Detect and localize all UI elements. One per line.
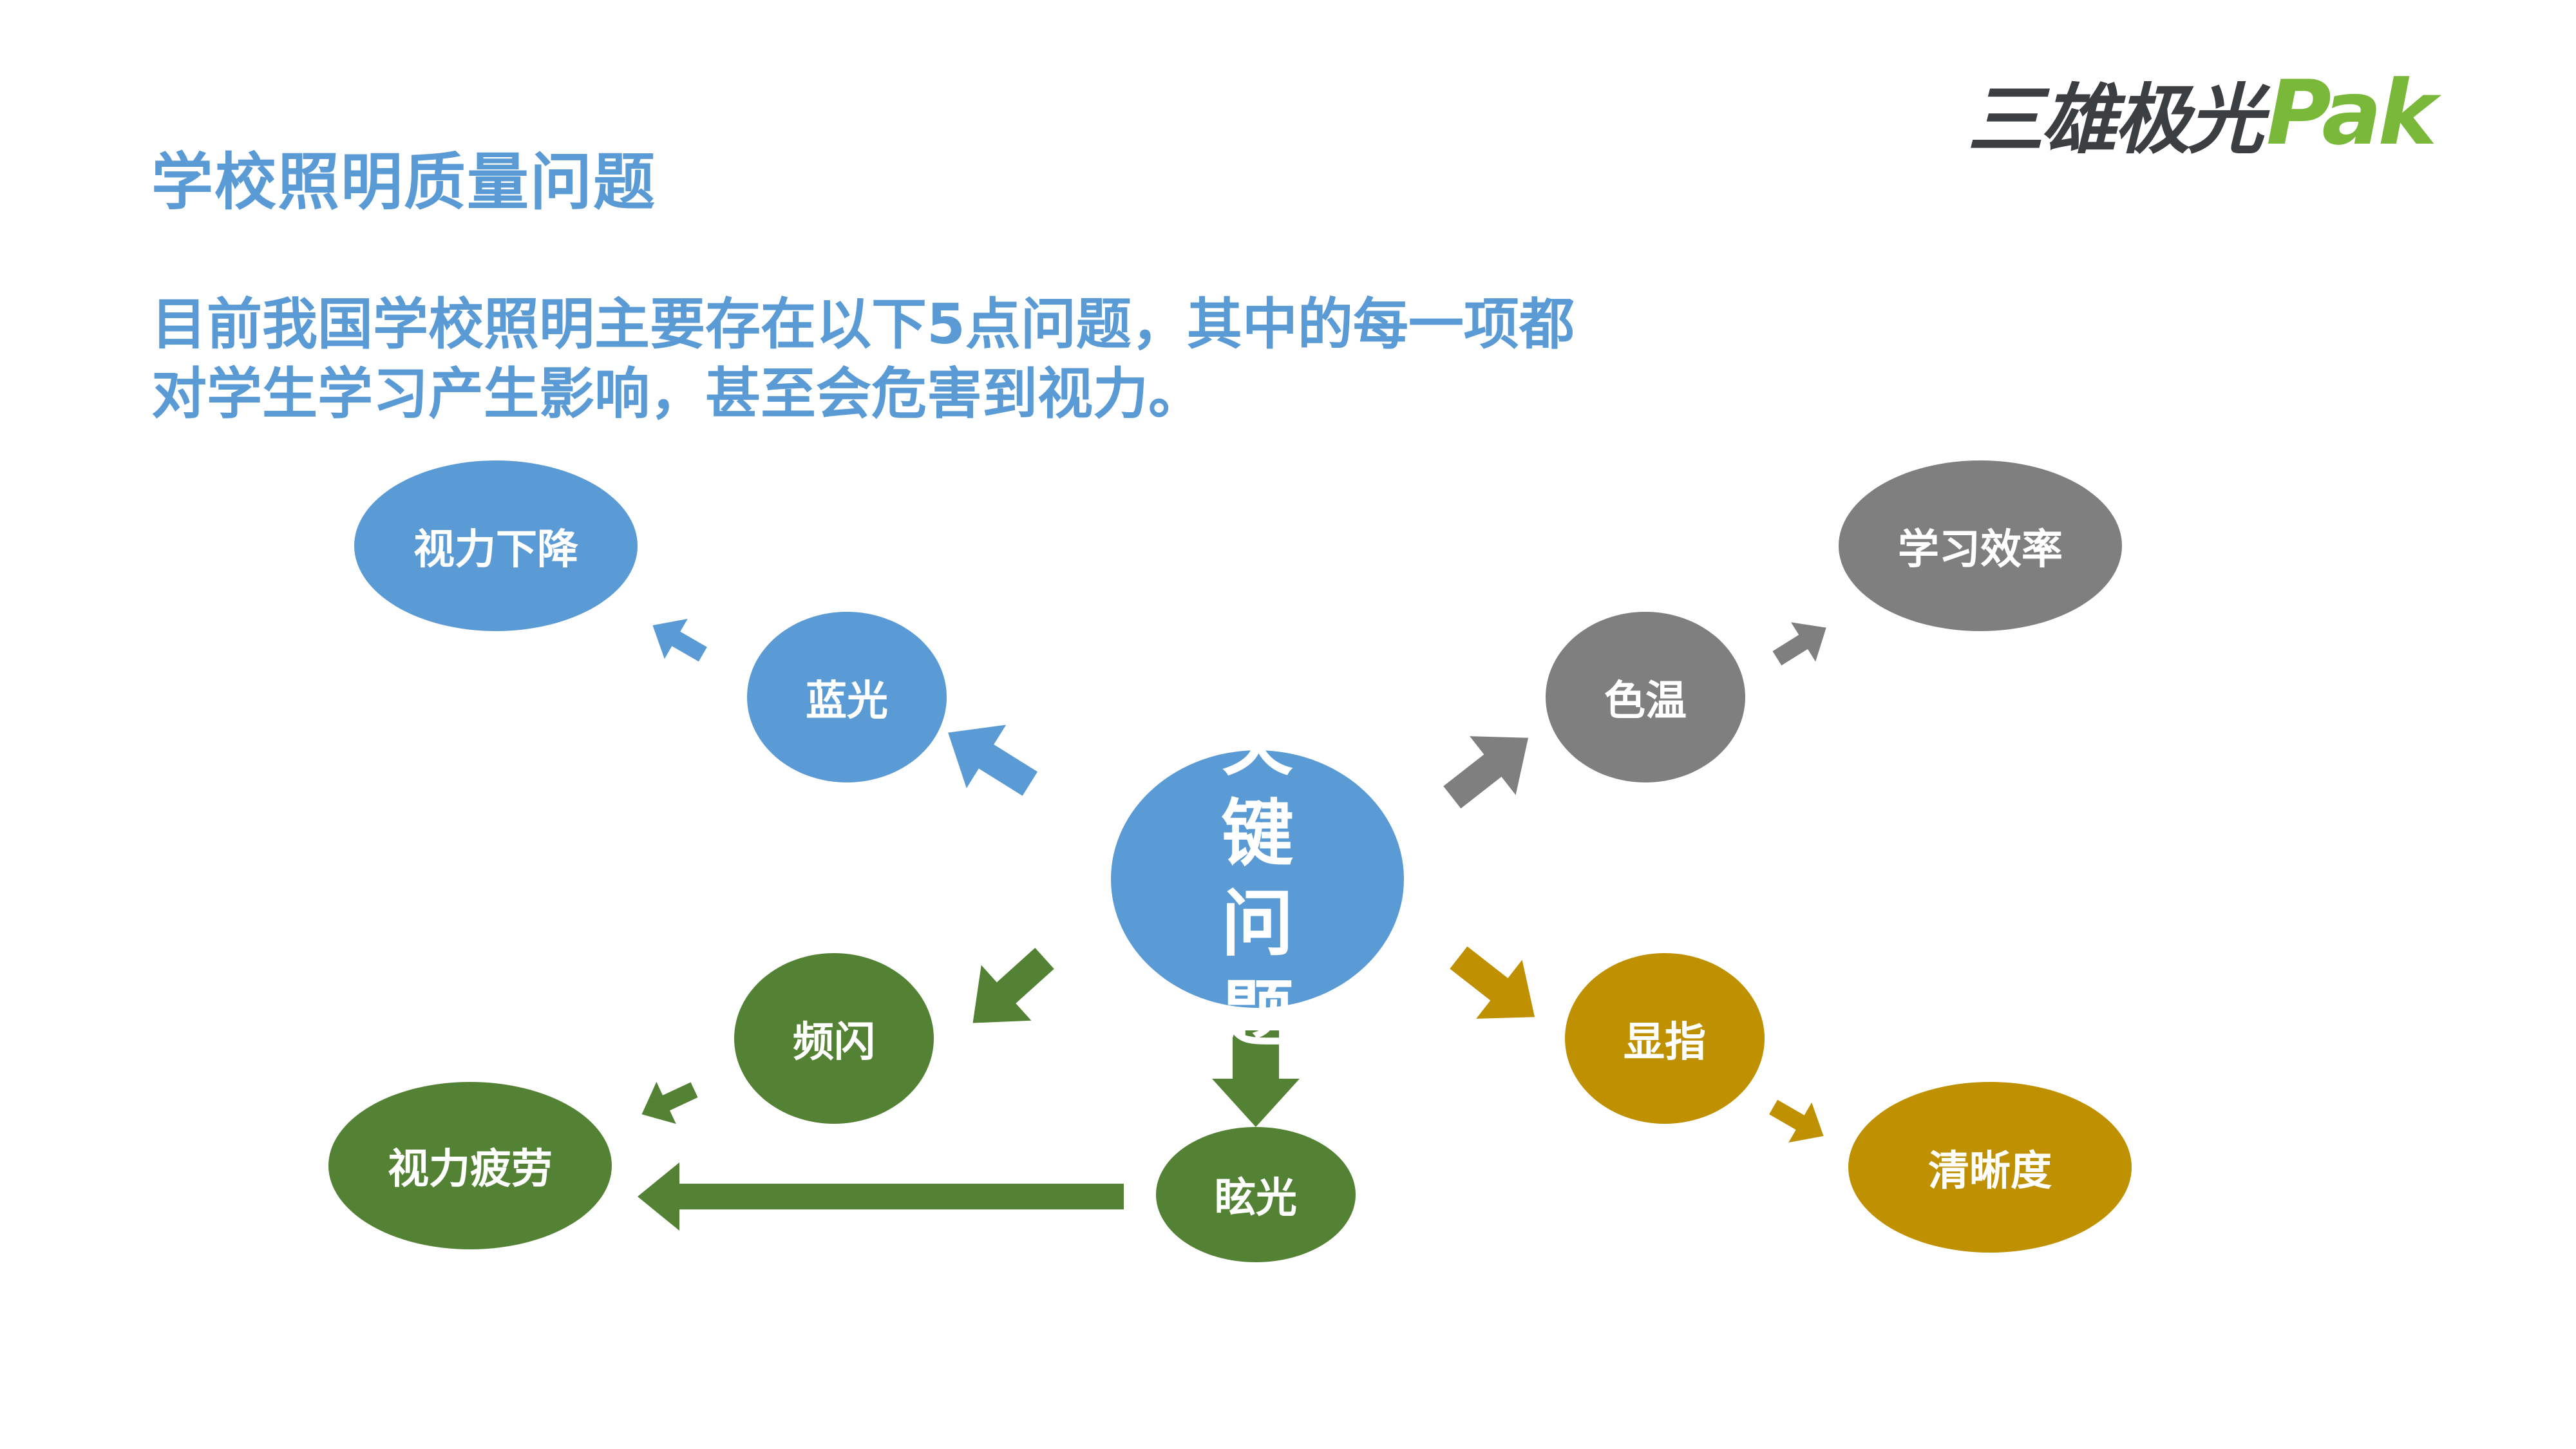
brand-logo: 三雄极光 Pak bbox=[1967, 61, 2437, 165]
arrow-center-to-glare bbox=[1212, 1030, 1300, 1127]
arrow-color-temp-to-study-efficiency bbox=[1772, 622, 1826, 666]
arrow-color-rendering-to-clarity bbox=[1769, 1099, 1824, 1143]
arrow-center-to-color-temp bbox=[1443, 736, 1529, 809]
arrow-center-to-color-rendering bbox=[1450, 946, 1535, 1019]
glare-node: 眩光 bbox=[1156, 1127, 1356, 1262]
arrow-blue-light-to-vision-decline bbox=[652, 618, 707, 662]
clarity-node: 清晰度 bbox=[1848, 1082, 2132, 1253]
blue-light-node: 蓝光 bbox=[747, 612, 947, 782]
arrow-center-to-flicker bbox=[972, 947, 1054, 1023]
logo-latin-wordmark: Pak bbox=[2266, 61, 2437, 165]
flicker-node: 频闪 bbox=[734, 953, 934, 1124]
intro-text: 目前我国学校照明主要存在以下5点问题，其中的每一项都 对学生学习产生影响，甚至会… bbox=[151, 290, 1697, 429]
color-rendering-node: 显指 bbox=[1565, 953, 1765, 1124]
intro-line-2: 对学生学习产生影响，甚至会危害到视力。 bbox=[151, 362, 1204, 426]
arrow-center-to-blue-light bbox=[948, 724, 1038, 796]
study-efficiency-node: 学习效率 bbox=[1839, 460, 2122, 631]
vision-decline-node: 视力下降 bbox=[354, 460, 638, 631]
logo-chinese-wordmark: 三雄极光 bbox=[1967, 75, 2264, 164]
arrow-flicker-to-vision-fatigue bbox=[641, 1081, 698, 1124]
key-issues-label: 关键问题 bbox=[1221, 702, 1294, 1056]
intro-line-1: 目前我国学校照明主要存在以下5点问题，其中的每一项都 bbox=[151, 292, 1575, 357]
page-title: 学校照明质量问题 bbox=[151, 146, 656, 218]
arrow-glare-to-vision-fatigue bbox=[638, 1162, 1124, 1231]
vision-fatigue-node: 视力疲劳 bbox=[328, 1082, 612, 1249]
key-issues-node: 关键问题 bbox=[1111, 702, 1404, 1056]
color-temp-node: 色温 bbox=[1546, 612, 1745, 782]
